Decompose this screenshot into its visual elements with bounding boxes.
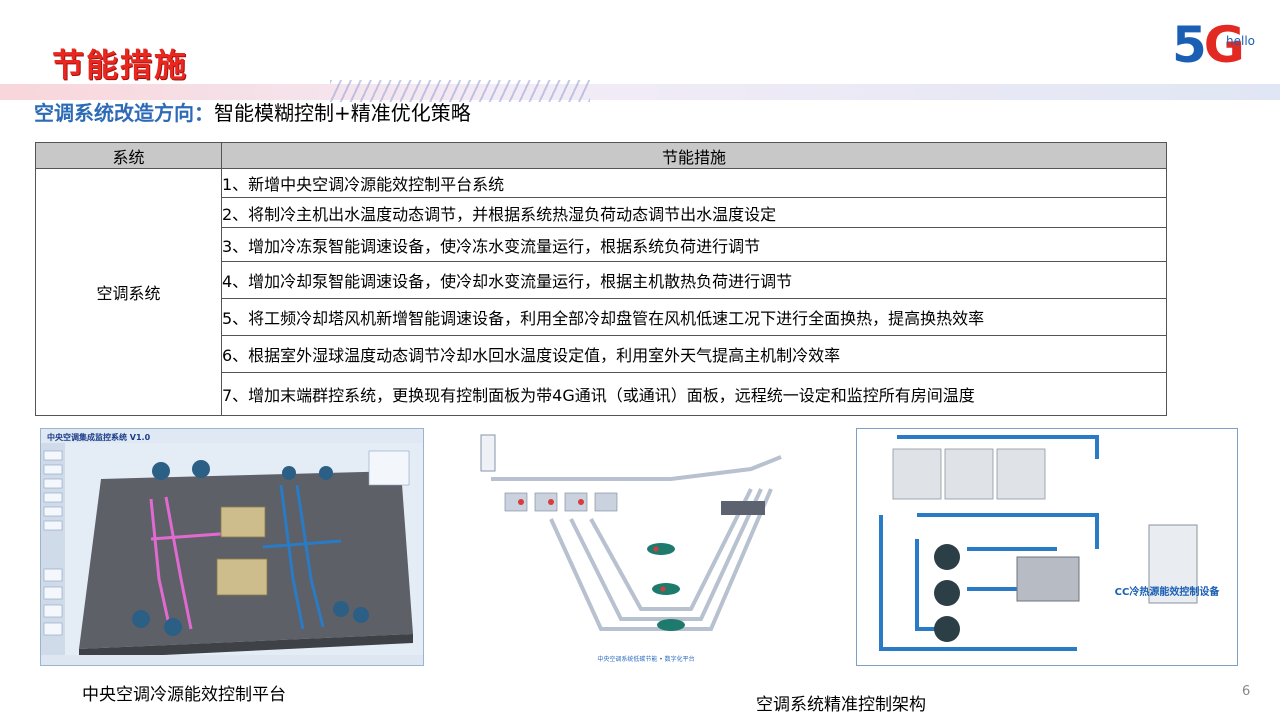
table-row: 4、增加冷却泵智能调速设备，使冷却水变流量运行，根据主机散热负荷进行调节	[36, 261, 1167, 299]
measure-item: 1、新增中央空调冷源能效控制平台系统	[221, 168, 1167, 198]
architecture-diagram-image: 中央空调系统低碳节能 • 数字化平台	[450, 428, 840, 666]
monitoring-platform-image: 中央空调集成监控系统 V1.0	[40, 428, 424, 666]
caption-right: 空调系统精准控制架构	[756, 695, 926, 715]
table-row: 空调系统 1、新增中央空调冷源能效控制平台系统	[35, 168, 1167, 416]
measure-item: 2、将制冷主机出水温度动态调节，并根据系统热湿负荷动态调节出水温度设定	[221, 197, 1167, 228]
measure-item: 6、根据室外湿球温度动态调节冷却水回水温度设定值，利用室外天气提高主机制冷效率	[221, 335, 1167, 373]
subtitle-rest: 智能模糊控制+精准优化策略	[214, 101, 471, 125]
header-system: 系统	[35, 142, 222, 169]
header-band	[0, 84, 1280, 100]
system-cell: 空调系统	[35, 168, 222, 416]
measures-table: 系统 节能措施 空调系统 1、新增中央空调冷源能效控制平台系统 2、将制冷主机出…	[35, 142, 1167, 416]
measure-item: 4、增加冷却泵智能调速设备，使冷却水变流量运行，根据主机散热负荷进行调节	[221, 261, 1167, 299]
control-equipment-image: CC冷热源能效控制设备	[856, 428, 1238, 666]
caption-left: 中央空调冷源能效控制平台	[82, 685, 286, 705]
table-header-row: 系统 节能措施	[35, 142, 1167, 169]
header-measures: 节能措施	[221, 142, 1167, 169]
table-row: 5、将工频冷却塔风机新增智能调速设备，利用全部冷却盘管在风机低速工况下进行全面换…	[36, 298, 1167, 336]
control-equipment-graphic: CC冷热源能效控制设备	[857, 429, 1237, 665]
page-title: 节能措施	[52, 46, 189, 84]
table-row: 2、将制冷主机出水温度动态调节，并根据系统热湿负荷动态调节出水温度设定	[36, 197, 1167, 228]
page-number: 6	[1242, 684, 1251, 699]
5g-hello-logo: 5G hello	[1172, 14, 1260, 76]
control-equipment-label: CC冷热源能效控制设备	[1115, 585, 1221, 598]
logo-hello-text: hello	[1226, 34, 1255, 48]
architecture-diagram-caption: 中央空调系统低碳节能 • 数字化平台	[597, 655, 694, 663]
measure-item: 5、将工频冷却塔风机新增智能调速设备，利用全部冷却盘管在风机低速工况下进行全面换…	[221, 298, 1167, 336]
monitoring-platform-graphic: 中央空调集成监控系统 V1.0	[41, 429, 423, 665]
slide-subtitle: 空调系统改造方向：智能模糊控制+精准优化策略	[34, 100, 471, 126]
table-row: 6、根据室外湿球温度动态调节冷却水回水温度设定值，利用室外天气提高主机制冷效率	[36, 335, 1167, 373]
logo-5g-text: 5G	[1172, 16, 1245, 74]
header-stripes	[330, 80, 590, 102]
platform-window-title: 中央空调集成监控系统 V1.0	[47, 432, 151, 442]
measure-item: 3、增加冷冻泵智能调速设备，使冷冻水变流量运行，根据系统负荷进行调节	[221, 227, 1167, 262]
subtitle-lead: 空调系统改造方向：	[34, 101, 214, 125]
measure-item: 7、增加末端群控系统，更换现有控制面板为带4G通讯（或通讯）面板，远程统一设定和…	[221, 372, 1167, 416]
architecture-diagram-graphic: 中央空调系统低碳节能 • 数字化平台	[451, 429, 839, 665]
table-row: 7、增加末端群控系统，更换现有控制面板为带4G通讯（或通讯）面板，远程统一设定和…	[36, 372, 1167, 416]
